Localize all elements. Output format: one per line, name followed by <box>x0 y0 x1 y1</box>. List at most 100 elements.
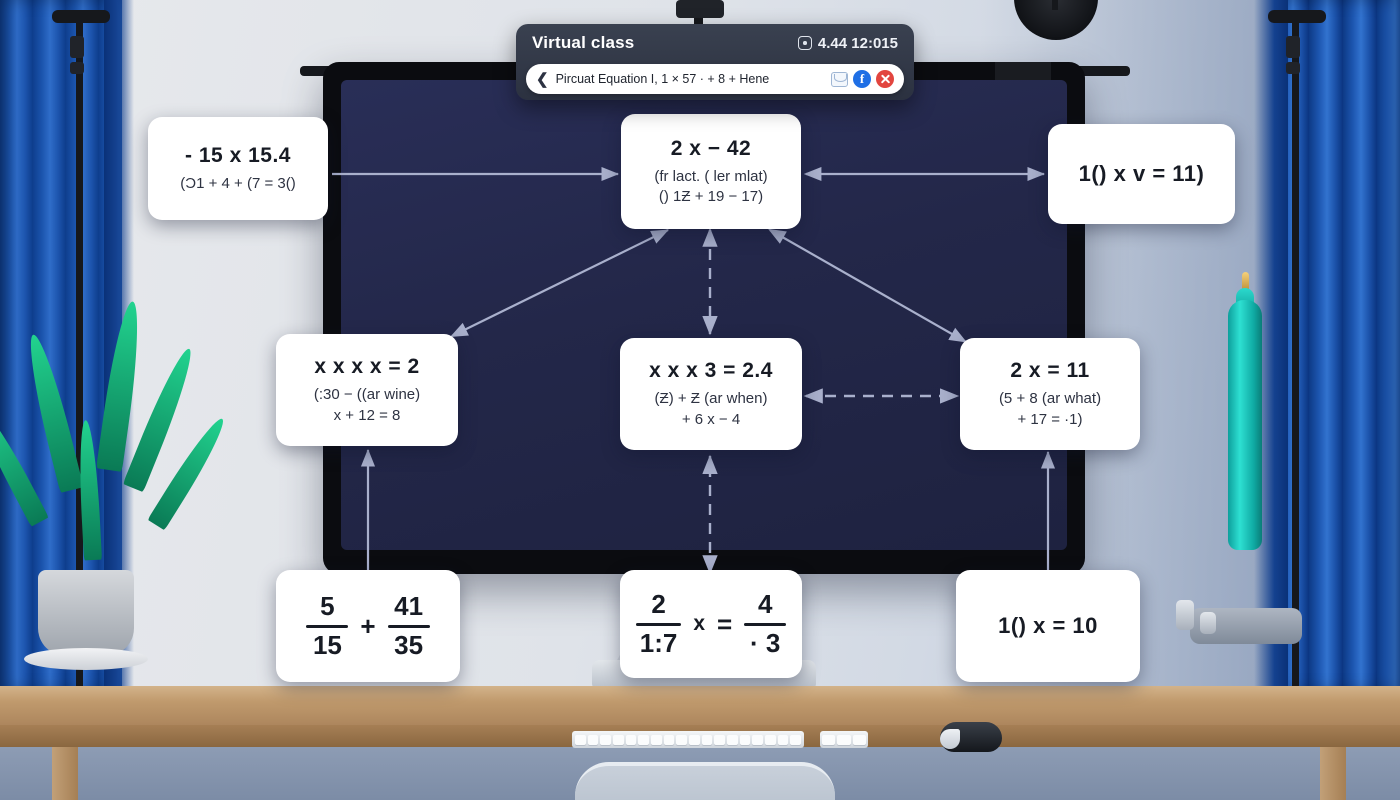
fraction-denominator: 35 <box>394 629 424 660</box>
card-mid-center-sub1: (Ƶ) + Ƶ (ar when) <box>654 390 768 407</box>
card-mid-left-main: x x x x = 2 <box>314 355 420 378</box>
light-stand-left-clamp <box>70 62 84 74</box>
card-mid-right-sub2: + 17 = ·1) <box>1017 410 1083 428</box>
keyboard-key <box>790 734 802 745</box>
keyboard-key <box>613 734 624 745</box>
fraction-bar <box>744 622 787 626</box>
breadcrumb-text[interactable]: Pircuat Equation I, 1 × 57 · + 8 + Hene <box>555 72 770 86</box>
light-stand-left-knob <box>70 36 84 58</box>
desk-object-small <box>1200 612 1216 634</box>
card-mid-left[interactable]: x x x x = 2 (:30 − ((ar wine) x + 12 = 8 <box>276 334 458 446</box>
candle-wick <box>1242 272 1249 292</box>
keyboard-key <box>701 734 713 745</box>
card-top-left-sub: (Ɔ1 + 4 + (7 = 3() <box>180 174 296 192</box>
keyboard[interactable] <box>572 731 804 748</box>
fraction-expression-left: 5 15 + 41 35 <box>306 591 430 660</box>
app-titlebar: Virtual class 4.44 12:015 <box>516 24 914 62</box>
card-mid-left-sub2: x + 12 = 8 <box>333 406 401 424</box>
card-top-left[interactable]: - 15 x 15.4 (Ɔ1 + 4 + (7 = 3() <box>148 117 328 220</box>
breadcrumb-icon-group <box>831 70 894 88</box>
connector-midleft-to-topcenter <box>450 229 669 337</box>
facebook-icon[interactable] <box>853 70 871 88</box>
light-stand-left-crossbar <box>52 10 110 23</box>
light-stand-right-knob <box>1286 36 1300 58</box>
boom-top-mount <box>676 0 724 18</box>
numpad-key <box>822 734 836 745</box>
card-mid-left-sub1: (:30 − ((ar wine) <box>313 386 421 403</box>
chevron-left-icon[interactable]: ❮ <box>536 70 549 88</box>
connector-topcenter-to-midright <box>768 228 967 343</box>
keyboard-key <box>575 734 586 745</box>
keyboard-key <box>739 734 751 745</box>
numpad-key <box>837 734 851 745</box>
card-top-center-sub1: (fr lact. ( ler mlat) <box>654 167 768 185</box>
card-mid-center-sub2: + 6 x − 4 <box>681 410 741 428</box>
keyboard-key <box>600 734 612 745</box>
card-top-right-main: 1() x ᴠ = 11) <box>1078 161 1205 186</box>
mouse-highlight <box>940 729 960 749</box>
keyboard-key <box>689 734 700 745</box>
desk-object-small <box>1176 600 1194 630</box>
fraction-right: 41 35 <box>387 591 430 660</box>
card-mid-center-main: x x x 3 = 2.4 <box>649 359 773 382</box>
plant-saucer <box>24 648 148 670</box>
keyboard-key <box>651 734 662 745</box>
fraction-denominator: 1:7 <box>639 627 678 658</box>
mail-icon[interactable] <box>831 71 848 87</box>
fraction-right: 4 · 3 <box>744 589 787 658</box>
plant-pot <box>38 570 134 656</box>
keyboard-key <box>714 734 726 745</box>
close-icon[interactable] <box>876 70 894 88</box>
fraction-numerator: 2 <box>651 589 666 620</box>
fraction-left: 5 15 <box>306 592 349 660</box>
numpad-key <box>852 734 866 745</box>
card-mid-right-sub1: (5 + 8 (ar what) <box>998 390 1102 407</box>
fraction-denominator: 15 <box>312 629 342 660</box>
chair <box>575 762 835 800</box>
light-stand-right-clamp <box>1286 62 1300 74</box>
clock-icon <box>797 36 812 50</box>
numpad[interactable] <box>820 731 868 748</box>
card-mid-center[interactable]: x x x 3 = 2.4 (Ƶ) + Ƶ (ar when) + 6 x − … <box>620 338 802 450</box>
desk-leg-left <box>52 747 78 800</box>
candle <box>1228 300 1262 550</box>
app-title: Virtual class <box>532 33 635 52</box>
clock-display: 4.44 12:015 <box>797 34 898 52</box>
desk-leg-right <box>1320 747 1346 800</box>
fraction-bar <box>387 624 430 628</box>
keyboard-key <box>727 734 738 745</box>
card-mid-right-main: 2 x = 11 <box>1010 359 1090 382</box>
light-stand-right-crossbar <box>1268 10 1326 23</box>
card-top-center[interactable]: 2 x − 42 (fr lact. ( ler mlat) () 1Ƶ + 1… <box>621 114 801 229</box>
light-stand-right-pole <box>1292 14 1299 690</box>
fraction-bar <box>306 624 349 628</box>
light-stand-left-pole <box>76 14 83 690</box>
keyboard-key <box>676 734 688 745</box>
keyboard-key <box>663 734 675 745</box>
card-top-center-main: 2 x − 42 <box>670 136 752 160</box>
card-bottom-right-main: 1() x = 10 <box>998 613 1098 638</box>
keyboard-key <box>765 734 776 745</box>
fraction-variable: x <box>693 612 706 635</box>
card-top-right[interactable]: 1() x ᴠ = 11) <box>1048 124 1235 224</box>
card-bottom-right[interactable]: 1() x = 10 <box>956 570 1140 682</box>
fraction-numerator: 4 <box>757 589 773 620</box>
breadcrumb-bar[interactable]: ❮ Pircuat Equation I, 1 × 57 · + 8 + Hen… <box>526 64 904 94</box>
desk-surface <box>0 686 1400 730</box>
card-top-center-sub2: () 1Ƶ + 19 − 17) <box>658 188 764 205</box>
card-bottom-left[interactable]: 5 15 + 41 35 <box>276 570 460 682</box>
fraction-bar <box>635 622 682 626</box>
card-bottom-center[interactable]: 2 1:7 x = 4 · 3 <box>620 570 802 678</box>
ceiling-lamp-rod <box>1052 0 1058 10</box>
fraction-numerator: 41 <box>394 591 424 622</box>
keyboard-key <box>638 734 650 745</box>
keyboard-key <box>625 734 637 745</box>
fraction-denominator: · 3 <box>750 627 781 658</box>
fraction-operator: + <box>360 610 376 641</box>
clock-text: 4.44 12:015 <box>817 34 898 52</box>
card-mid-right[interactable]: 2 x = 11 (5 + 8 (ar what) + 17 = ·1) <box>960 338 1140 450</box>
fraction-operator: = <box>717 608 733 639</box>
fraction-expression-center: 2 1:7 x = 4 · 3 <box>635 589 787 658</box>
